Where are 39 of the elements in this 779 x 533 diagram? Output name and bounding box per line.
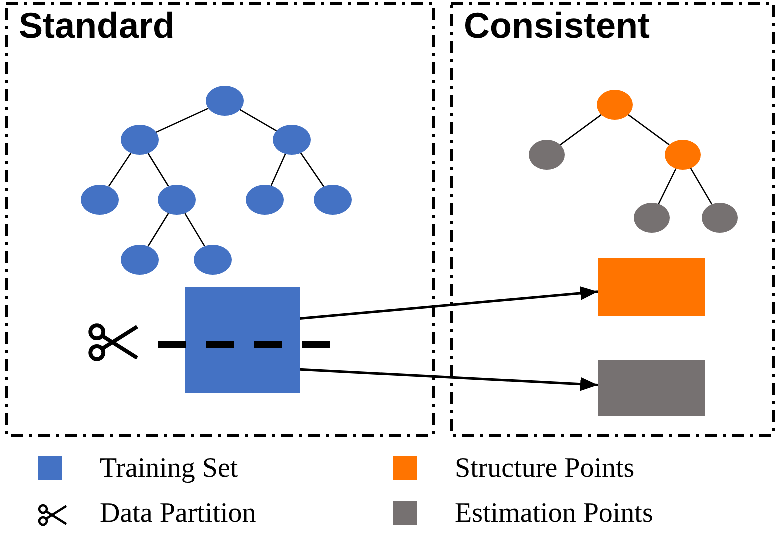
connector-line xyxy=(560,114,602,146)
arrow xyxy=(300,286,598,320)
tree-node xyxy=(194,245,232,275)
connector-line xyxy=(628,114,670,146)
connector-line xyxy=(148,153,170,187)
legend-label: Training Set xyxy=(100,453,238,485)
connector-line xyxy=(108,152,132,188)
tree-node xyxy=(246,185,284,215)
tree-node xyxy=(665,140,701,170)
legend-label: Data Partition xyxy=(100,498,256,530)
legend-label: Structure Points xyxy=(455,453,635,485)
tree-node xyxy=(702,203,738,233)
tree-node xyxy=(206,86,244,116)
data-block xyxy=(598,360,705,416)
tree-node xyxy=(314,185,352,215)
connector-line xyxy=(184,213,206,247)
group-title: Standard xyxy=(19,6,176,46)
connector-line xyxy=(148,213,170,247)
tree-node xyxy=(81,185,119,215)
tree-node xyxy=(634,203,670,233)
connector-line xyxy=(156,108,209,134)
connector-line xyxy=(240,109,278,132)
connector-line xyxy=(270,154,286,186)
connector-line xyxy=(690,168,713,205)
group-title: Consistent xyxy=(464,6,650,46)
tree-node xyxy=(121,245,159,275)
tree-node xyxy=(597,90,633,120)
tree-node xyxy=(121,125,159,155)
group-frame xyxy=(5,2,435,437)
tree-node xyxy=(529,140,565,170)
connector-line xyxy=(658,168,677,204)
data-block xyxy=(598,258,705,316)
connector-line xyxy=(300,152,325,188)
legend-label: Estimation Points xyxy=(455,498,654,530)
tree-node xyxy=(158,185,196,215)
tree-node xyxy=(273,125,311,155)
arrow xyxy=(300,368,598,392)
data-block xyxy=(185,287,300,393)
group-frame xyxy=(450,2,775,437)
